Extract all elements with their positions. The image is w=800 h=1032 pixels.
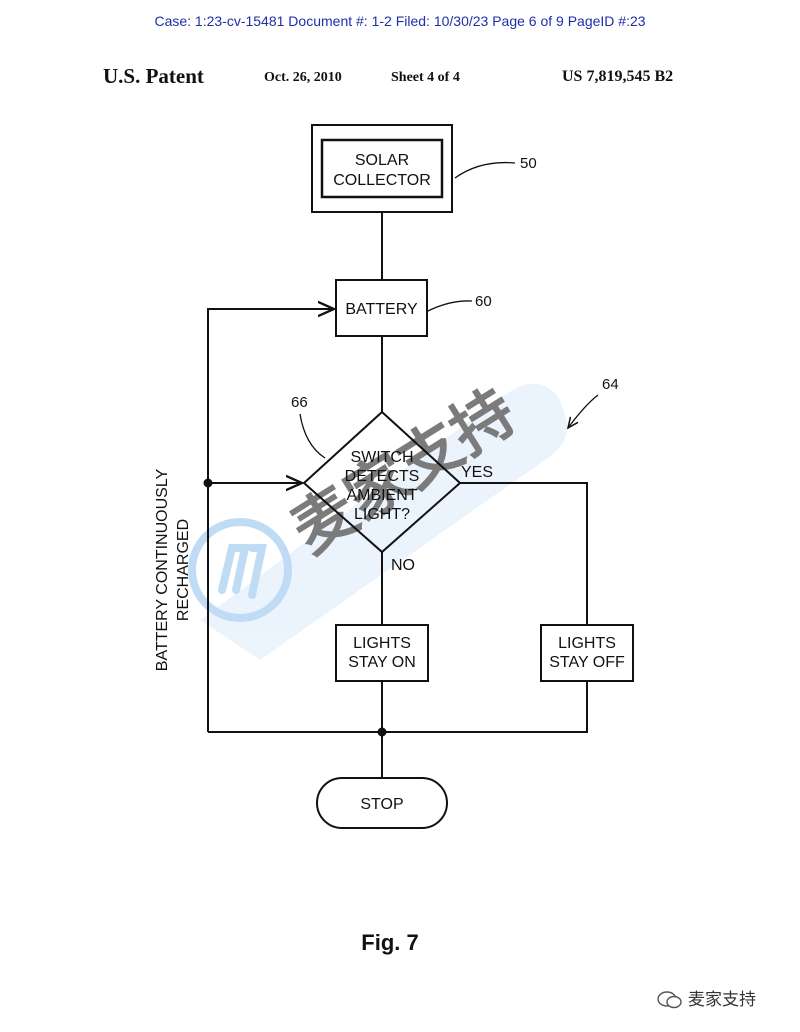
loop-label: BATTERY CONTINUOUSLY RECHARGED bbox=[154, 468, 192, 671]
lights-stay-on-box: LIGHTS STAY ON bbox=[335, 624, 429, 682]
watermark: 麦家支持 bbox=[188, 374, 568, 660]
connector-loop-battery bbox=[207, 309, 334, 732]
lights-stay-off-box: LIGHTS STAY OFF bbox=[540, 624, 634, 682]
lights-on-line2: STAY ON bbox=[348, 654, 416, 671]
no-label: NO bbox=[391, 557, 415, 574]
patent-title: U.S. Patent bbox=[103, 64, 204, 88]
ref-leader-decision bbox=[299, 413, 326, 459]
loop-label-line2: RECHARGED bbox=[175, 519, 192, 621]
decision-line3: AMBIENT bbox=[346, 487, 417, 504]
ref-solar: 50 bbox=[520, 155, 537, 172]
connector-yes bbox=[460, 482, 588, 625]
ref-leader-solar bbox=[454, 161, 516, 179]
ref-battery: 60 bbox=[475, 293, 492, 310]
wechat-icon bbox=[657, 991, 682, 1009]
watermark-logo-icon bbox=[188, 518, 292, 622]
lights-off-line2: STAY OFF bbox=[549, 654, 625, 671]
decision-diamond: SWITCH DETECTS AMBIENT LIGHT? bbox=[302, 410, 462, 554]
footer-watermark-text: 麦家支持 bbox=[688, 990, 756, 1010]
ref-figure: 64 bbox=[602, 376, 619, 393]
solar-collector-box: SOLAR COLLECTOR bbox=[311, 124, 453, 213]
battery-box: BATTERY bbox=[335, 279, 428, 337]
decision-line4: LIGHT? bbox=[354, 506, 410, 523]
lights-off-line1: LIGHTS bbox=[558, 635, 616, 652]
decision-line2: DETECTS bbox=[345, 468, 420, 485]
sheet-number: Sheet 4 of 4 bbox=[391, 70, 460, 85]
yes-label: YES bbox=[461, 464, 493, 481]
battery-label: BATTERY bbox=[345, 301, 418, 318]
stop-label: STOP bbox=[360, 796, 403, 813]
junction-left bbox=[203, 478, 213, 488]
solar-label-line1: SOLAR bbox=[355, 152, 409, 169]
patent-date: Oct. 26, 2010 bbox=[264, 70, 342, 85]
patent-number: US 7,819,545 B2 bbox=[562, 68, 674, 85]
decision-line1: SWITCH bbox=[350, 449, 413, 466]
stop-terminal: STOP bbox=[316, 777, 448, 829]
connector-merge-bus bbox=[208, 681, 588, 733]
case-header: Case: 1:23-cv-15481 Document #: 1-2 File… bbox=[154, 13, 646, 29]
ref-decision: 66 bbox=[291, 394, 308, 411]
figure-label: Fig. 7 bbox=[361, 930, 419, 955]
footer-watermark: 麦家支持 bbox=[656, 985, 756, 1010]
lights-on-line1: LIGHTS bbox=[353, 635, 411, 652]
solar-label-line2: COLLECTOR bbox=[333, 172, 431, 189]
ref-leader-figure bbox=[568, 394, 599, 428]
ref-leader-battery bbox=[427, 300, 473, 312]
loop-label-line1: BATTERY CONTINUOUSLY bbox=[154, 468, 171, 671]
